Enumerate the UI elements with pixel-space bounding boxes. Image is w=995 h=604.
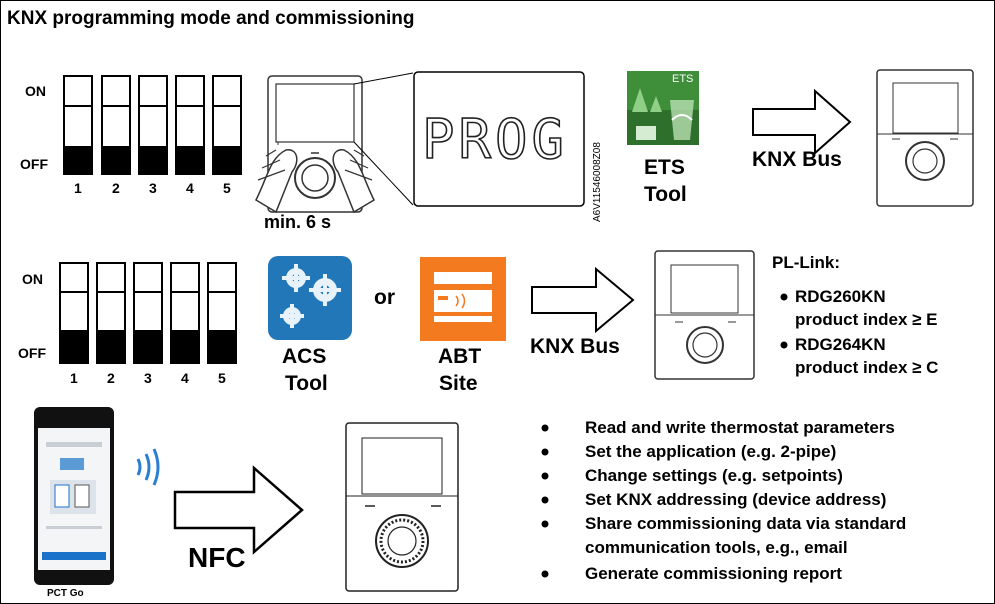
- feature-item: Read and write thermostat parameters: [585, 418, 895, 437]
- on-label-row1: ON: [25, 83, 46, 99]
- feature-bullets: [541, 293, 788, 578]
- pl-link-item-detail: product index ≥ E: [795, 310, 938, 329]
- abt-site-suffix: Site: [439, 372, 478, 395]
- feature-item: Share commissioning data via standard: [585, 514, 907, 533]
- thermostat-row2: [654, 250, 755, 380]
- switch-number: 3: [144, 370, 152, 386]
- switch-number: 3: [149, 180, 157, 196]
- figure-code: A6V11546008Z08: [592, 142, 603, 222]
- knx-bus-label-row2: KNX Bus: [530, 335, 620, 358]
- acs-tool-suffix: Tool: [285, 372, 328, 395]
- ets-tool-icon: [627, 71, 699, 145]
- knx-bus-label-row1: KNX Bus: [752, 148, 842, 171]
- pl-link-item: RDG260KN: [795, 287, 886, 306]
- acs-tool-icon: [268, 256, 352, 340]
- nfc-label: NFC: [188, 542, 246, 573]
- switch-number: 2: [107, 370, 115, 386]
- switch-number: 5: [218, 370, 226, 386]
- thermostat-pressed: [255, 72, 414, 214]
- feature-item: Generate commissioning report: [585, 564, 842, 583]
- pct-go-phone: [34, 407, 114, 585]
- abt-site-icon: [420, 257, 506, 341]
- switch-number: 4: [186, 180, 194, 196]
- feature-item: Change settings (e.g. setpoints): [585, 466, 843, 485]
- switch-number: 1: [74, 180, 82, 196]
- thermostat-row1: [876, 69, 974, 207]
- arrow-to-thermostat-row1: [752, 88, 852, 156]
- switch-number: 5: [223, 180, 231, 196]
- switch-number: 2: [112, 180, 120, 196]
- phone-label: PCT Go: [47, 588, 84, 599]
- off-label-row2: OFF: [18, 345, 46, 361]
- dip-switch-row1: [63, 75, 242, 175]
- thermostat-row3: [345, 422, 459, 592]
- pl-link-item: RDG264KN: [795, 335, 886, 354]
- prog-display-text: PROG: [421, 107, 569, 172]
- feature-item-continued: communication tools, e.g., email: [585, 538, 848, 557]
- prog-display: [413, 71, 585, 207]
- page-title: KNX programming mode and commissioning: [7, 8, 415, 29]
- ets-badge: ETS: [672, 73, 694, 85]
- abt-site-name: ABT: [438, 345, 482, 368]
- feature-item: Set KNX addressing (device address): [585, 490, 887, 509]
- switch-number: 1: [70, 370, 78, 386]
- feature-item: Set the application (e.g. 2-pipe): [585, 442, 837, 461]
- pl-link-item-detail: product index ≥ C: [795, 358, 939, 377]
- press-time-label: min. 6 s: [264, 212, 332, 232]
- or-label: or: [374, 286, 395, 309]
- dip-switch-row2: [59, 262, 237, 364]
- off-label-row1: OFF: [20, 156, 48, 172]
- arrow-to-thermostat-row2: [531, 266, 635, 334]
- ets-tool-name: ETS: [644, 156, 685, 179]
- acs-tool-name: ACS: [282, 345, 327, 368]
- switch-number: 4: [181, 370, 189, 386]
- ets-tool-suffix: Tool: [644, 183, 687, 206]
- on-label-row2: ON: [22, 271, 43, 287]
- pl-link-title: PL-Link:: [772, 253, 840, 272]
- arrow-to-thermostat-row3: [173, 465, 304, 555]
- nfc-waves-icon: [136, 448, 160, 486]
